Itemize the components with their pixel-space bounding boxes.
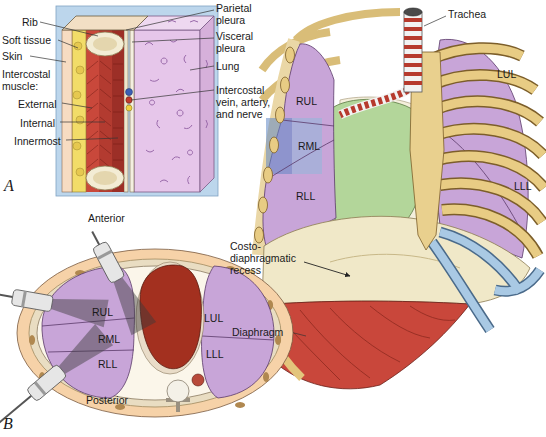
- rib-section: [286, 47, 295, 63]
- lobe-label: RUL: [296, 95, 317, 107]
- leader-lines: [30, 10, 214, 140]
- part-label: Soft tissue: [2, 34, 51, 46]
- bronchus-rings: [340, 90, 408, 115]
- part-label: External: [18, 98, 57, 110]
- muscle-fibers: [87, 61, 123, 168]
- rib-outline: [430, 48, 544, 256]
- rib-section: [259, 197, 268, 213]
- skin-layer: [62, 30, 72, 192]
- cut-ribs: [255, 47, 295, 243]
- cartilage-fill: [432, 232, 540, 330]
- lobe-label: LUL: [204, 312, 223, 324]
- probe-region-highlight: [292, 118, 322, 174]
- aorta: [192, 374, 204, 386]
- panel-letter: B: [3, 416, 13, 432]
- heart: [323, 99, 426, 230]
- probe-body: [92, 241, 125, 284]
- part-label: Costo-diaphragmatic recess: [230, 240, 306, 276]
- probe-band: [21, 291, 27, 307]
- fat-lobules: [73, 42, 84, 176]
- probe-region: [266, 118, 322, 174]
- probe-body: [11, 289, 53, 312]
- panel-a: [30, 6, 218, 196]
- lung-side-face: [200, 16, 214, 192]
- probe-body: [26, 364, 67, 402]
- probe-band: [97, 250, 113, 260]
- lobe-label: RUL: [92, 306, 113, 318]
- rib-marrow: [93, 171, 117, 185]
- rib-marrow: [93, 37, 117, 51]
- panel-letter: A: [4, 178, 14, 194]
- lobe-label: RLL: [296, 190, 315, 202]
- intercostal-vein: [126, 89, 133, 96]
- rib-section: [86, 32, 124, 56]
- lobe-label: RML: [298, 140, 320, 152]
- probe-cable: [0, 287, 13, 297]
- probe-band: [34, 381, 47, 395]
- vertebra: [167, 380, 189, 402]
- part-label: Anterior: [88, 212, 125, 224]
- cartilage-outline: [432, 232, 540, 330]
- leader-lines: [286, 16, 446, 336]
- trachea-rings: [404, 18, 422, 85]
- posterior-probe: [0, 324, 113, 437]
- recess-arrow: [304, 262, 350, 276]
- right-lung: [263, 44, 336, 246]
- fissures: [266, 120, 334, 180]
- probe-cable: [0, 396, 31, 435]
- panel-background: [56, 6, 218, 196]
- rib-section: [270, 137, 279, 153]
- muscle-fibers: [280, 306, 455, 380]
- lung-texture: [145, 21, 208, 185]
- lateral-probe: [0, 273, 109, 327]
- part-label: Skin: [2, 50, 22, 62]
- trachea-opening: [404, 8, 422, 16]
- lobe-label: RML: [98, 333, 120, 345]
- rib-section: [264, 167, 273, 183]
- part-label: Trachea: [448, 8, 486, 20]
- rib-fill: [430, 48, 544, 256]
- part-label: Intercostal vein, artery, and nerve: [216, 84, 288, 120]
- part-label: Innermost: [14, 135, 61, 147]
- diaphragm-muscle: [262, 301, 470, 389]
- rib-section: [276, 107, 285, 123]
- probe-cable: [92, 231, 99, 244]
- part-label: Lung: [216, 60, 239, 72]
- lobe-label: LLL: [514, 180, 532, 192]
- rib-section: [86, 166, 124, 190]
- part-label: Diaphragm: [232, 326, 283, 338]
- intercostal-nerve: [126, 105, 132, 111]
- bronchus: [340, 90, 408, 115]
- part-label: Internal: [20, 117, 55, 129]
- part-label: Intercostal muscle:: [2, 68, 64, 92]
- thorax-illustration: [250, 8, 544, 389]
- lobe-label: RLL: [98, 358, 117, 370]
- lung-tissue: [134, 30, 200, 192]
- part-label: Rib: [22, 16, 38, 28]
- soft-tissue-layer: [72, 30, 86, 192]
- trachea: [404, 12, 422, 92]
- part-label: Posterior: [86, 394, 128, 406]
- lobe-label: LLL: [206, 348, 224, 360]
- parietal-pleura: [124, 30, 128, 192]
- visceral-pleura: [130, 30, 134, 192]
- part-label: Visceral pleura: [216, 30, 266, 54]
- rib-section: [281, 77, 290, 93]
- lobe-label: LUL: [497, 68, 516, 80]
- part-label: Parietal pleura: [216, 2, 266, 26]
